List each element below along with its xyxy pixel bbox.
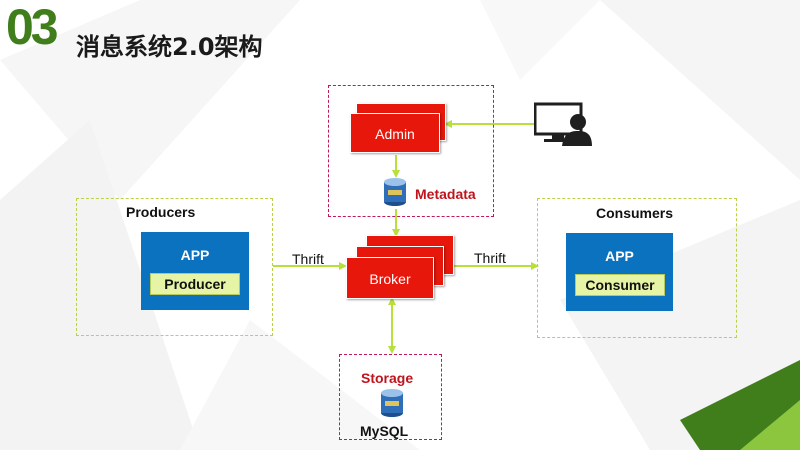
admin-label: Admin [375, 126, 415, 142]
mysql-label: MySQL [360, 423, 409, 439]
metadata-label: Metadata [415, 186, 476, 202]
user-computer-icon [534, 102, 592, 146]
storage-label: Storage [361, 370, 414, 386]
storage-group [339, 354, 442, 440]
admin-box: Admin [350, 113, 440, 153]
producer-app-box: APP Producer [141, 232, 249, 310]
slide-number: 03 [6, 0, 59, 55]
consumers-group [537, 198, 737, 338]
consumer-app-label: APP [605, 248, 634, 264]
producers-group [76, 198, 273, 336]
consumers-label: Consumers [596, 205, 674, 221]
producer-app-label: APP [180, 247, 210, 263]
producers-label: Producers [126, 204, 196, 220]
page-title: 消息系统2.0架构 [76, 33, 263, 61]
thrift-right-label: Thrift [474, 250, 506, 266]
database-icon [381, 389, 403, 417]
broker-label: Broker [369, 271, 411, 287]
database-icon [384, 178, 406, 206]
consumer-app-box: APP Consumer [566, 233, 673, 311]
broker-box: Broker [346, 257, 434, 299]
producer-box: Producer [150, 273, 240, 295]
thrift-left-label: Thrift [292, 251, 324, 267]
consumer-box: Consumer [575, 274, 665, 296]
admin-group [328, 85, 494, 217]
